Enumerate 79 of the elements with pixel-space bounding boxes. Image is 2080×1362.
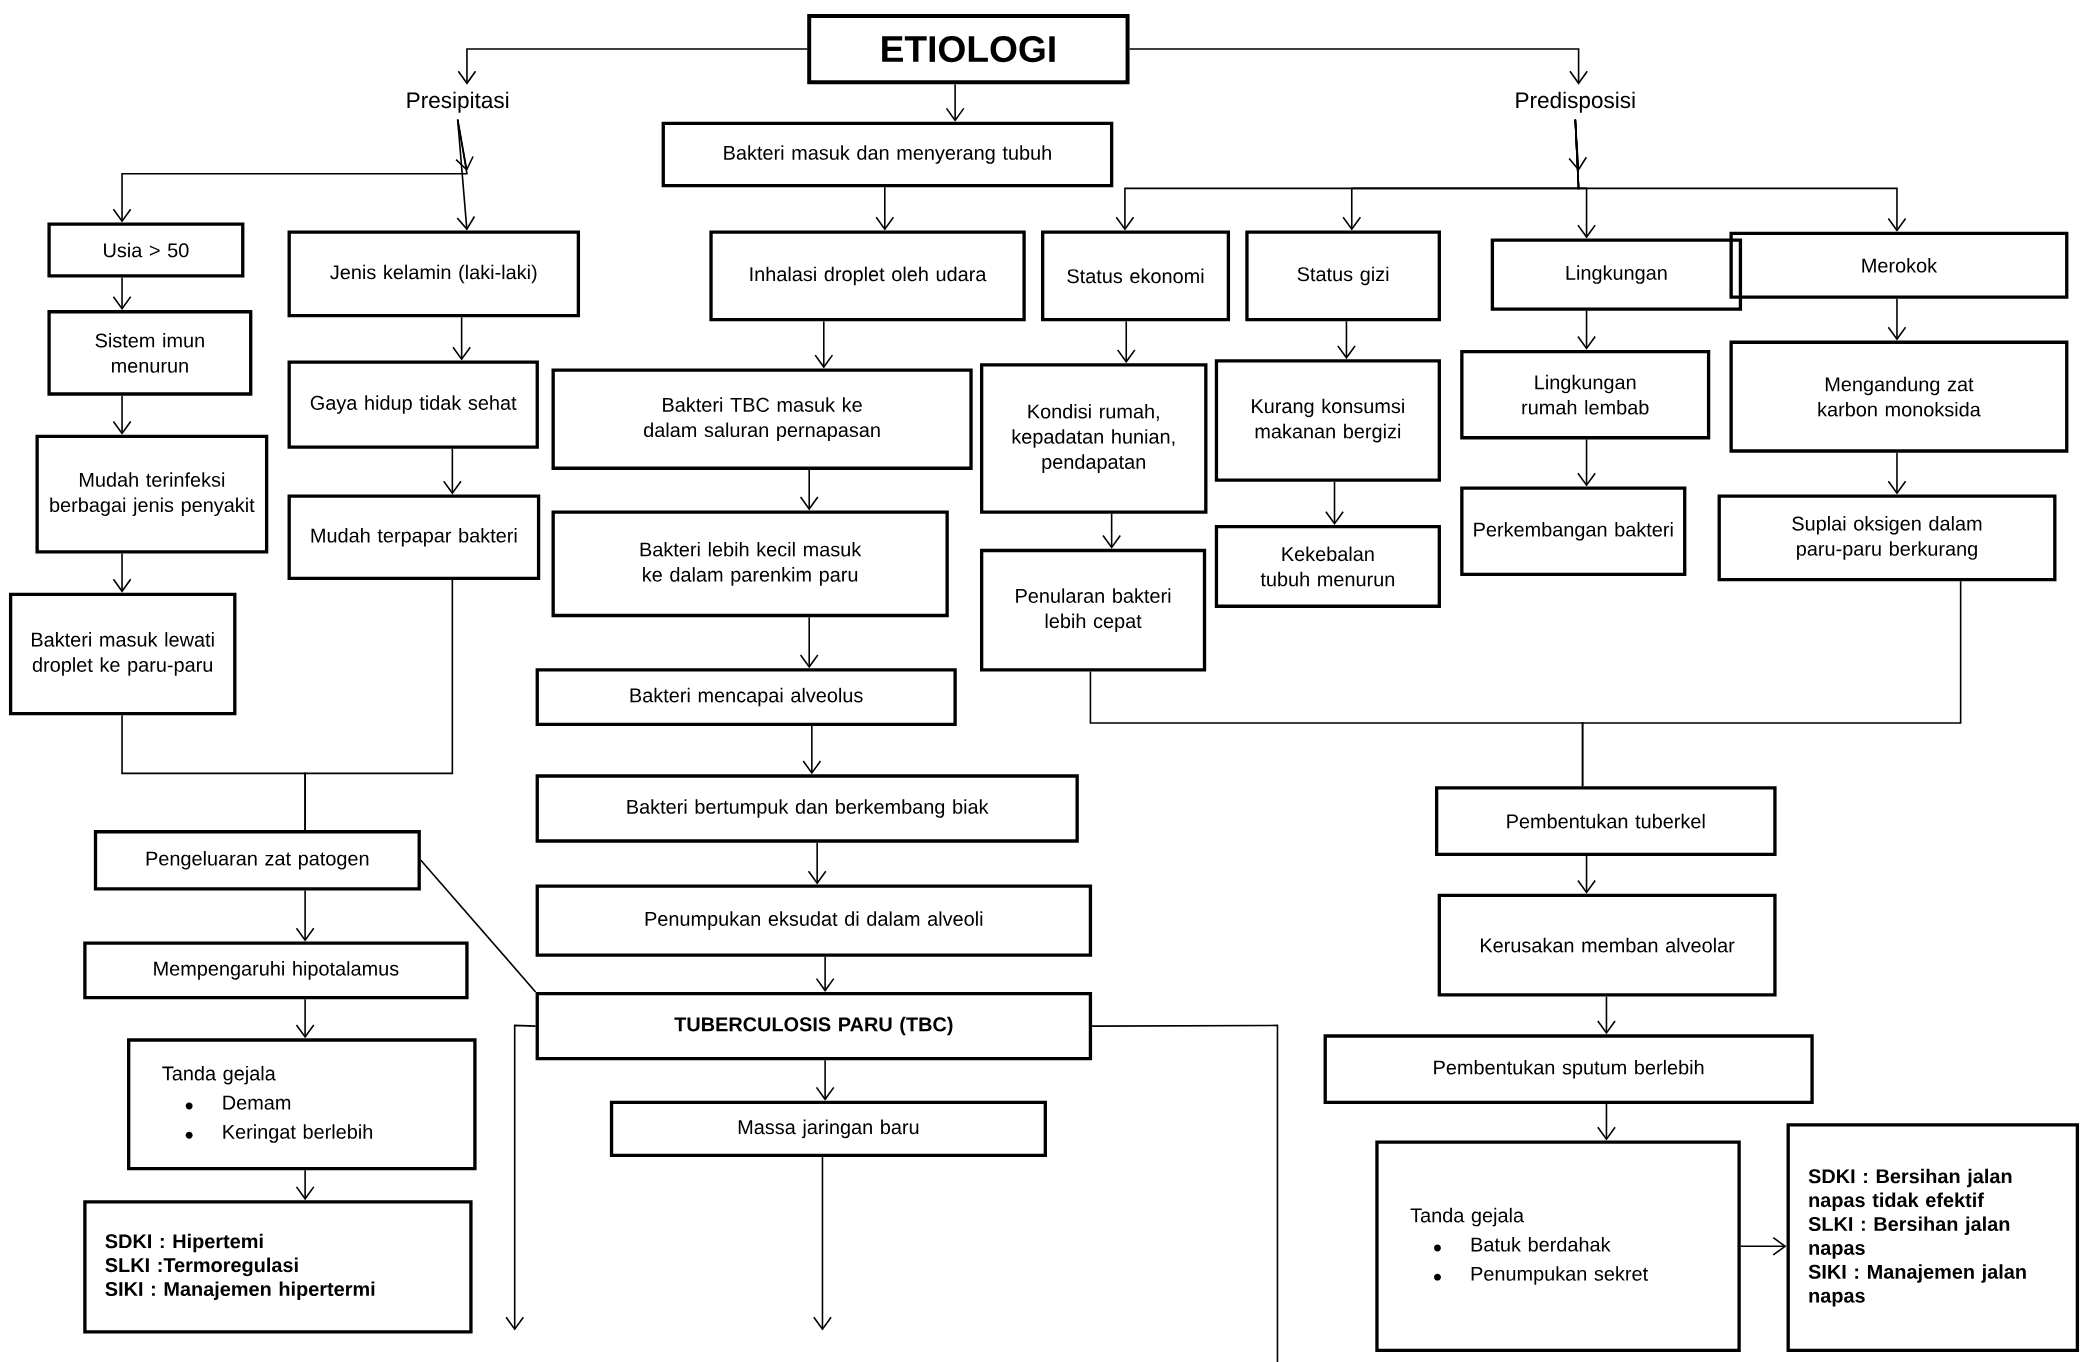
process-box: SDKI : Hipertemi SLKI :Termoregulasi SIKI : Manajemen hipertermi: [83, 1200, 473, 1334]
process-box: Bakteri TBC masuk ke dalam saluran pernapasan: [551, 368, 973, 470]
process-box: Suplai oksigen dalam paru-paru berkurang: [1717, 494, 2057, 582]
arrow: [452, 316, 472, 361]
arrow: [457, 48, 808, 85]
title-box: ETIOLOGI: [807, 13, 1130, 85]
process-box: TUBERCULOSIS PARU (TBC): [535, 991, 1093, 1061]
arrow: [1102, 512, 1122, 549]
process-box: Kekebalan tubuh menurun: [1214, 524, 1441, 608]
process-box: Pengeluaran zat patogen: [93, 829, 421, 891]
arrow: [1577, 855, 1596, 894]
process-box: Kurang konsumsi makanan bergizi: [1214, 359, 1441, 482]
arrow: [815, 1059, 835, 1101]
arrow: [295, 889, 315, 942]
process-box: Gaya hidup tidak sehat: [287, 360, 539, 449]
process-box: Mengandung zat karbon monoksida: [1729, 340, 2069, 453]
connector-line: [1581, 580, 1962, 787]
process-box: Tanda gejala Batuk berdahak Penumpukan sekret: [1375, 1140, 1741, 1352]
process-box: Usia > 50: [47, 222, 245, 278]
arrow: [295, 998, 315, 1039]
arrow: [945, 83, 965, 122]
process-box: Kondisi rumah, kepadatan hunian, pendapatan: [980, 362, 1208, 514]
arrow: [802, 725, 822, 775]
process-box: Sistem imun menurun: [47, 309, 253, 396]
connector-line: [304, 579, 454, 831]
process-box: Inhalasi droplet oleh udara: [709, 230, 1026, 322]
process-box: Massa jaringan baru: [609, 1100, 1047, 1157]
arrow: [1887, 451, 1907, 495]
process-box: Status ekonomi: [1041, 230, 1231, 322]
arrow: [1597, 995, 1616, 1035]
arrow: [295, 1169, 315, 1200]
arrow: [112, 394, 132, 435]
process-box: Bakteri masuk lewati droplet ke paru-paru: [8, 592, 237, 716]
connector-line: [1091, 1024, 1279, 1362]
category-label: Predisposisi: [1516, 91, 1635, 113]
process-box: Lingkungan rumah lembab: [1460, 349, 1711, 440]
process-box: Mempengaruhi hipotalamus: [83, 941, 469, 1000]
arrow: [1128, 48, 1588, 85]
process-box: Merokok: [1729, 231, 2069, 299]
process-box: Lingkungan: [1490, 238, 1743, 311]
arrow: [815, 955, 835, 992]
arrow: [112, 276, 132, 310]
process-box: Kerusakan memban alveolar: [1437, 893, 1777, 997]
arrow: [1337, 320, 1356, 359]
arrow: [807, 841, 827, 885]
process-box: SDKI : Bersihan jalan napas tidak efektif SLKI : Bersihan jalan napas SIKI : Manajemen jalan napas: [1786, 1123, 2080, 1352]
arrow: [1887, 297, 1907, 341]
arrow: [814, 320, 834, 369]
arrow: [813, 1156, 832, 1331]
process-box: Mudah terinfeksi berbagai jenis penyakit: [35, 434, 269, 554]
arrow: [799, 616, 819, 669]
arrow: [112, 552, 132, 593]
arrow: [1116, 320, 1136, 363]
arrow: [875, 186, 895, 231]
category-label: Presipitasi: [407, 91, 509, 113]
process-box: Bakteri masuk dan menyerang tubuh: [661, 121, 1114, 188]
process-box: Status gizi: [1245, 230, 1441, 322]
connector-line: [420, 859, 537, 993]
process-box: Penularan bakteri lebih cepat: [980, 548, 1207, 672]
arrow: [799, 468, 819, 511]
process-box: Pembentukan tuberkel: [1435, 786, 1777, 856]
arrow: [505, 1024, 537, 1331]
arrow: [1568, 118, 1588, 171]
arrow: [1739, 1236, 1787, 1256]
arrow: [455, 118, 474, 171]
arrow: [1577, 438, 1596, 487]
process-box: Bakteri bertumpuk dan berkembang biak: [535, 774, 1079, 843]
process-box: Pembentukan sputum berlebih: [1323, 1034, 1814, 1104]
process-box: Mudah terpapar bakteri: [287, 494, 541, 580]
arrow: [442, 447, 462, 495]
process-box: Perkembangan bakteri: [1460, 486, 1687, 576]
process-box: Bakteri lebih kecil masuk ke dalam parenkim paru: [551, 510, 949, 617]
arrow: [1325, 480, 1344, 525]
arrow: [1577, 309, 1596, 350]
process-box: Jenis kelamin (laki-laki): [287, 230, 581, 318]
process-box: Tanda gejala Demam Keringat berlebih: [127, 1038, 477, 1171]
process-box: Penumpukan eksudat di dalam alveoli: [535, 884, 1093, 957]
process-box: Bakteri mencapai alveolus: [535, 668, 957, 726]
arrow: [1597, 1103, 1616, 1141]
